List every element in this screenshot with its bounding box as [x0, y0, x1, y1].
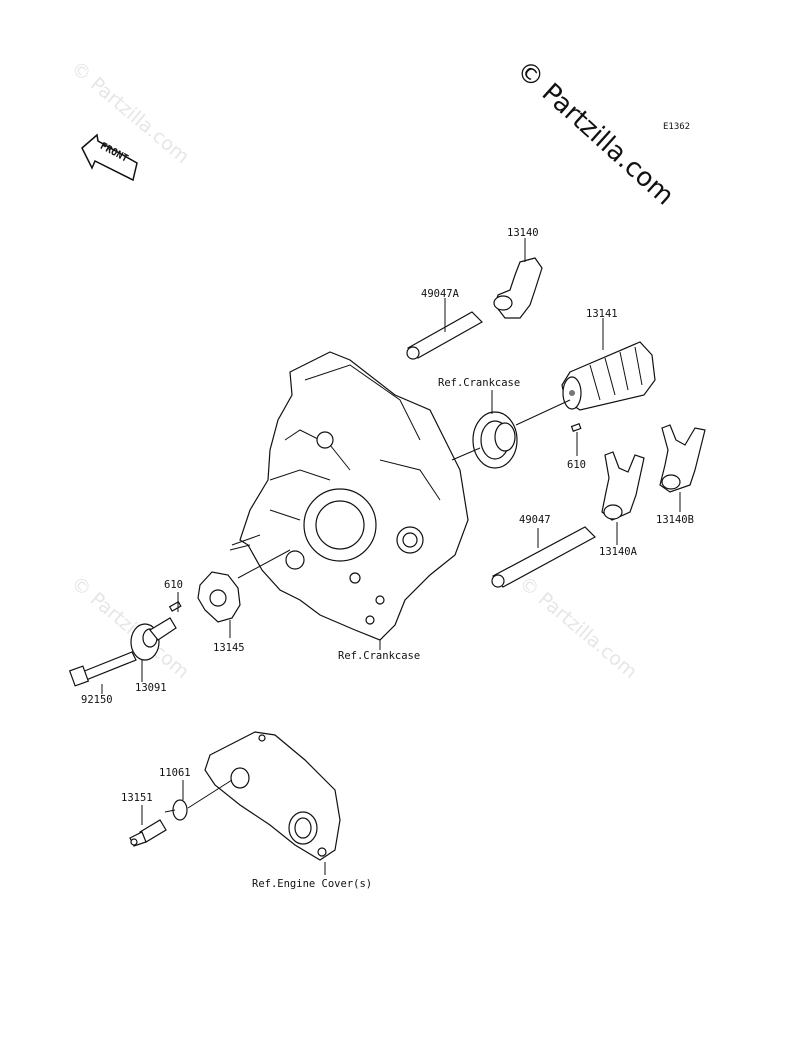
label-13151: 13151 — [121, 792, 153, 804]
label-ref-crankcase-top: Ref.Crankcase — [438, 377, 520, 389]
shift-fork-13140A — [601, 451, 645, 521]
bolt-92150 — [68, 651, 137, 687]
bearing — [472, 411, 518, 469]
shift-drum-13141 — [561, 341, 656, 411]
part-labels: 13140 49047A 13141 Ref.Crankcase 610 131… — [81, 227, 694, 890]
label-13140A: 13140A — [599, 546, 638, 558]
shift-rod-49047 — [491, 526, 596, 588]
watermark-faint-3: © Partzilla.com — [515, 572, 641, 683]
shift-rod-49047A — [406, 311, 483, 360]
diagram-code: E1362 — [663, 122, 690, 132]
shift-cam-13145 — [197, 571, 241, 623]
pin-610-left — [168, 600, 182, 612]
label-ref-crankcase-bottom: Ref.Crankcase — [338, 650, 420, 662]
o-ring-11061 — [172, 799, 188, 821]
label-610-left: 610 — [164, 579, 183, 591]
label-49047A: 49047A — [421, 288, 460, 300]
pin-610-right — [570, 422, 582, 432]
label-ref-engine-cover: Ref.Engine Cover(s) — [252, 878, 372, 890]
leader-lines — [101, 238, 681, 875]
label-11061: 11061 — [159, 767, 191, 779]
neutral-switch-13151 — [129, 819, 167, 847]
label-13140: 13140 — [507, 227, 539, 239]
label-13145: 13145 — [213, 642, 245, 654]
plate-13091 — [130, 617, 177, 661]
watermark-main: © Partzilla.com — [510, 55, 679, 212]
engine-cover-drawing — [204, 731, 341, 861]
crankcase-drawing — [229, 351, 469, 641]
shift-fork-13140 — [493, 257, 543, 319]
label-92150: 92150 — [81, 694, 113, 706]
label-13141: 13141 — [586, 308, 618, 320]
label-610-right: 610 — [567, 459, 586, 471]
label-13140B: 13140B — [656, 514, 694, 526]
label-49047: 49047 — [519, 514, 551, 526]
label-13091: 13091 — [135, 682, 167, 694]
shift-fork-13140B — [659, 424, 706, 493]
front-arrow-icon: FRONT — [81, 133, 138, 182]
